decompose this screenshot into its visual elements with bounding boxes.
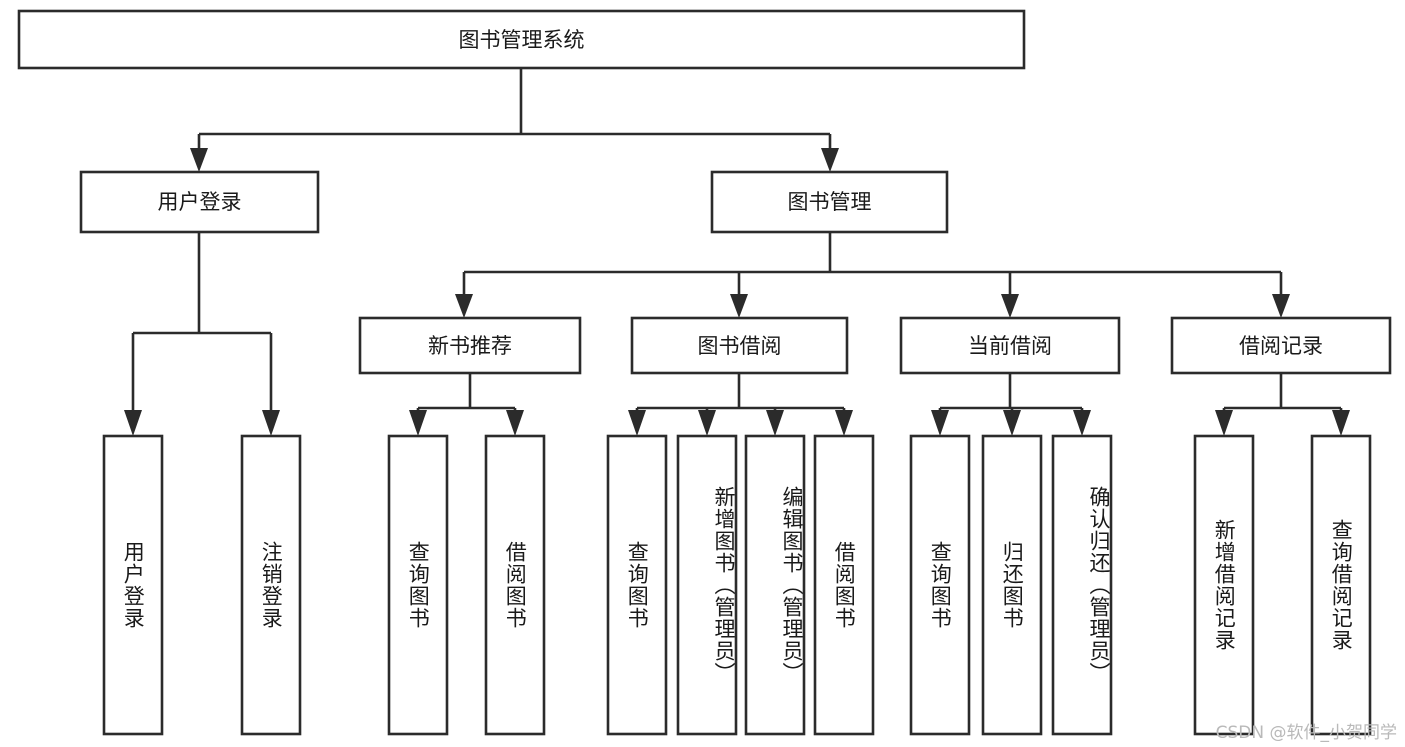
node-current-borrow-box[interactable] (899, 316, 1121, 375)
node-new-book-recommend-label: 新书推荐 (428, 334, 512, 358)
arrowhead-leaf-add-book-admin (698, 410, 716, 436)
arrowhead-new-book-recommend (455, 294, 473, 318)
arrowhead-leaf-user-login (124, 410, 142, 436)
node-borrow-record-box[interactable] (1170, 316, 1392, 375)
node-book-management-box[interactable] (710, 170, 949, 234)
node-root[interactable]: 图书管理系统 (17, 9, 1026, 70)
node-user-login-box[interactable] (79, 170, 320, 234)
edge-group-current-borrow (931, 373, 1091, 436)
edge-group-new-book-recommend (409, 373, 524, 436)
leaf-box-user-login[interactable] (102, 434, 164, 736)
leaf-box-borrow-book[interactable] (813, 434, 875, 736)
leaf-box-query-book-current[interactable] (909, 434, 971, 736)
arrowhead-leaf-borrow-book (835, 410, 853, 436)
arrowhead-borrow-record (1272, 294, 1290, 318)
arrowhead-leaf-query-book (628, 410, 646, 436)
leaf-box-add-borrow-record[interactable] (1193, 434, 1255, 736)
leaf-box-user-logout[interactable] (240, 434, 302, 736)
leaf-box-return-book[interactable] (981, 434, 1043, 736)
arrowhead-leaf-query-book-recommend (409, 410, 427, 436)
edge-group-borrow-record (1215, 373, 1350, 436)
node-user-login-label: 用户登录 (158, 190, 242, 214)
arrowhead-leaf-add-borrow-record (1215, 410, 1233, 436)
node-root-box[interactable] (17, 9, 1026, 70)
arrowhead-leaf-borrow-book-recommend (506, 410, 524, 436)
node-book-management[interactable]: 图书管理 (710, 170, 949, 234)
leaf-box-borrow-book-recommend[interactable] (484, 434, 546, 736)
node-borrow-record-label: 借阅记录 (1239, 334, 1323, 358)
node-book-borrow-label: 图书借阅 (698, 334, 782, 358)
leaf-box-add-book-admin[interactable] (676, 434, 738, 736)
csdn-watermark: CSDN @软件_小贺同学 (1215, 723, 1397, 743)
edge-group-book-management (455, 232, 1290, 318)
edge-group-book-borrow (628, 373, 853, 436)
edge-group-user-login (124, 232, 280, 436)
arrowhead-leaf-return-book (1003, 410, 1021, 436)
leaf-box-query-borrow-record[interactable] (1310, 434, 1372, 736)
arrowhead-leaf-confirm-return-admin (1073, 410, 1091, 436)
leaf-box-edit-book-admin[interactable] (744, 434, 806, 736)
arrowhead-book-borrow (730, 294, 748, 318)
node-current-borrow[interactable]: 当前借阅 (899, 316, 1121, 375)
node-user-login[interactable]: 用户登录 (79, 170, 320, 234)
node-book-borrow[interactable]: 图书借阅 (630, 316, 849, 375)
arrowhead-leaf-query-borrow-record (1332, 410, 1350, 436)
node-current-borrow-label: 当前借阅 (968, 334, 1052, 358)
node-book-management-label: 图书管理 (788, 190, 872, 214)
arrowhead-leaf-user-logout (262, 410, 280, 436)
leaf-box-confirm-return-admin[interactable] (1051, 434, 1113, 736)
edge-group-root (190, 68, 839, 172)
node-new-book-recommend-box[interactable] (358, 316, 582, 375)
node-root-label: 图书管理系统 (459, 28, 585, 52)
node-book-borrow-box[interactable] (630, 316, 849, 375)
node-new-book-recommend[interactable]: 新书推荐 (358, 316, 582, 375)
arrowhead-book-management (821, 148, 839, 172)
arrowhead-leaf-edit-book-admin (766, 410, 784, 436)
arrowhead-user-login (190, 148, 208, 172)
arrowhead-leaf-query-book-current (931, 410, 949, 436)
leaf-boxes (102, 434, 1372, 736)
arrowhead-current-borrow (1001, 294, 1019, 318)
leaf-box-query-book-recommend[interactable] (387, 434, 449, 736)
node-borrow-record[interactable]: 借阅记录 (1170, 316, 1392, 375)
leaf-box-query-book[interactable] (606, 434, 668, 736)
